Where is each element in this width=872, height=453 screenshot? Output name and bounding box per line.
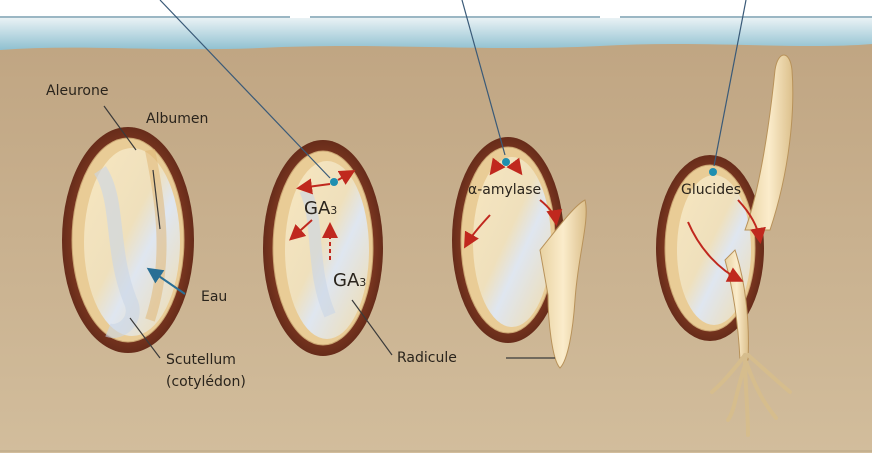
label-scutellum: Scutellum [166, 353, 236, 367]
label-eau: Eau [201, 290, 227, 304]
label-glucides: Glucides [681, 183, 741, 197]
label-albumen: Albumen [146, 112, 208, 126]
label-ga3-top: GA3 [304, 200, 337, 218]
label-radicule: Radicule [397, 351, 457, 365]
label-cotyledon: (cotylédon) [166, 375, 246, 389]
label-alpha-amylase: α-amylase [468, 183, 541, 197]
label-ga3-bottom: GA3 [333, 272, 366, 290]
label-aleurone: Aleurone [46, 84, 108, 98]
